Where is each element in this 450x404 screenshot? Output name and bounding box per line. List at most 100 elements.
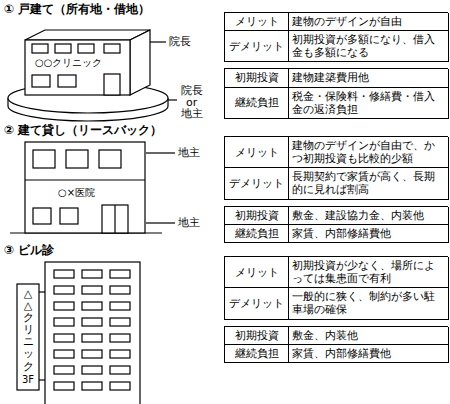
table-block: 初期投資建物建築費用他継続負担税金・保険料・修繕費・借入金の返済負担 (224, 68, 448, 118)
table-row: メリット初期投資が少なく、場所によっては集患面で有利 (225, 257, 448, 288)
table-value: 敷金、内装他 (289, 327, 449, 345)
leader-line (168, 99, 177, 100)
party-label: 院長 or 地主 (179, 85, 204, 120)
window (110, 382, 130, 390)
window (82, 334, 102, 342)
leader-line (146, 222, 175, 223)
table-value: 家賃、内部修繕費他 (289, 345, 449, 363)
window (110, 270, 130, 278)
table-row: 初期投資建物建築費用他 (225, 69, 448, 87)
window (110, 318, 130, 326)
table-row: 初期投資敷金、内装他 (225, 327, 448, 345)
window (54, 334, 74, 342)
table-key: デメリット (225, 168, 289, 199)
table-key: 初期投資 (225, 327, 289, 345)
house-side (130, 30, 150, 95)
table-key: 継続負担 (225, 345, 289, 363)
section-heading: ③ ビル診 (4, 243, 54, 257)
house-roof (25, 30, 150, 40)
table-key: メリット (225, 257, 289, 288)
window (54, 350, 74, 358)
door-split (114, 205, 115, 233)
window (54, 366, 74, 374)
table-value: 敷金、建設協力金、内装他 (289, 207, 449, 225)
table-value: 家賃、内部修繕費他 (289, 225, 449, 243)
table-row: デメリット初期投資が多額になり、借入金も多額になる (225, 31, 448, 62)
table-value: 一般的に狭く、制約が多い駐車場の確保 (289, 288, 449, 319)
window (32, 75, 50, 87)
table-row: 継続負担家賃、内部修繕費他 (225, 225, 448, 243)
building-body (25, 142, 145, 233)
window (110, 302, 130, 310)
window (104, 44, 120, 53)
window (55, 44, 71, 53)
window (54, 382, 74, 390)
window (54, 286, 74, 294)
table-row: 継続負担税金・保険料・修繕費・借入金の返済負担 (225, 88, 448, 119)
window (32, 44, 48, 53)
party-label: 院長 (169, 35, 191, 48)
section-heading: ① 戸建て（所有地・借地） (4, 2, 150, 16)
window (82, 270, 102, 278)
sign-bracket (39, 379, 45, 380)
leader-line (146, 152, 175, 153)
table-row: メリット建物のデザインが自由で、かつ初期投資も比較的少額 (225, 137, 448, 168)
window (82, 286, 102, 294)
window (78, 44, 94, 53)
table-key: メリット (225, 137, 289, 168)
table-row: 初期投資敷金、建設協力金、内装他 (225, 207, 448, 225)
window (110, 366, 130, 374)
window (54, 318, 74, 326)
window (82, 350, 102, 358)
table-value: 初期投資が多額になり、借入金も多額になる (289, 31, 449, 62)
info-table: メリット初期投資が少なく、場所によっては集患面で有利デメリット一般的に狭く、制約… (224, 256, 448, 369)
table-value: 初期投資が少なく、場所によっては集患面で有利 (289, 257, 449, 288)
window (33, 208, 51, 224)
table-block: 初期投資敷金、内装他継続負担家賃、内部修繕費他 (224, 326, 448, 363)
table-key: デメリット (225, 288, 289, 319)
window (66, 150, 88, 168)
table-block: 初期投資敷金、建設協力金、内装他継続負担家賃、内部修繕費他 (224, 206, 448, 243)
table-key: メリット (225, 13, 289, 31)
window (110, 334, 130, 342)
table-key: 初期投資 (225, 69, 289, 87)
house-front (25, 40, 130, 95)
table-key: 初期投資 (225, 207, 289, 225)
table-block: メリット建物のデザインが自由で、かつ初期投資も比較的少額デメリット長期契約で家賃… (224, 136, 448, 200)
info-table: メリット建物のデザインが自由で、かつ初期投資も比較的少額デメリット長期契約で家賃… (224, 136, 448, 249)
sign-bracket (39, 291, 45, 292)
window (58, 75, 76, 87)
window (82, 366, 102, 374)
door (102, 205, 128, 233)
table-key: 継続負担 (225, 88, 289, 119)
info-table: メリット建物のデザインが自由デメリット初期投資が多額になり、借入金も多額になる初… (224, 12, 448, 125)
table-value: 税金・保険料・修繕費・借入金の返済負担 (289, 88, 449, 119)
window (54, 302, 74, 310)
table-block: メリット初期投資が少なく、場所によっては集患面で有利デメリット一般的に狭く、制約… (224, 256, 448, 320)
floor-line (25, 179, 145, 180)
window (110, 350, 130, 358)
window (110, 286, 130, 294)
window (82, 318, 102, 326)
door (104, 74, 120, 95)
window (82, 382, 102, 390)
table-row: メリット建物のデザインが自由 (225, 13, 448, 31)
clinic-sign: △△クリニック (23, 288, 34, 373)
clinic-sign: ○×医院 (58, 187, 95, 199)
party-label: 地主 (178, 216, 200, 229)
vertical-sign (17, 284, 39, 390)
floor-label: 3F (22, 374, 34, 386)
table-row: 継続負担家賃、内部修繕費他 (225, 345, 448, 363)
window (60, 208, 78, 224)
table-value: 建物のデザインが自由で、かつ初期投資も比較的少額 (289, 137, 449, 168)
table-value: 長期契約で家賃が高く、長期的に見れば割高 (289, 168, 449, 199)
table-row: デメリット一般的に狭く、制約が多い駐車場の確保 (225, 288, 448, 319)
window (54, 270, 74, 278)
table-key: デメリット (225, 31, 289, 62)
table-row: デメリット長期契約で家賃が高く、長期的に見れば割高 (225, 168, 448, 199)
party-label: 地主 (178, 146, 200, 159)
section-heading: ② 建て貸し（リースバック） (4, 123, 162, 137)
leader-line (150, 41, 166, 42)
office-building (45, 262, 140, 404)
table-key: 継続負担 (225, 225, 289, 243)
